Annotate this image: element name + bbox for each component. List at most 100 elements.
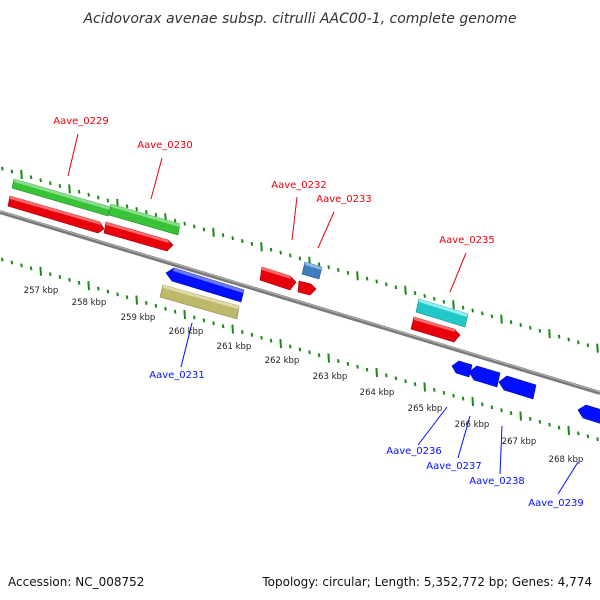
cds-arrow bbox=[410, 316, 461, 343]
gene-label-aave-0231[interactable]: Aave_0231 bbox=[149, 370, 205, 381]
major-tick bbox=[87, 281, 90, 291]
gene-label-aave-0235[interactable]: Aave_0235 bbox=[439, 235, 495, 246]
minor-tick bbox=[346, 270, 350, 275]
gene-label-aave-0229[interactable]: Aave_0229 bbox=[53, 116, 109, 127]
major-tick bbox=[567, 425, 570, 436]
minor-tick bbox=[183, 221, 186, 226]
gene-label-aave-0239[interactable]: Aave_0239 bbox=[528, 498, 584, 509]
minor-tick bbox=[241, 330, 244, 334]
minor-tick bbox=[1, 257, 4, 262]
cds-arrow-highlight bbox=[10, 196, 101, 225]
minor-tick bbox=[442, 390, 446, 395]
gene-label-aave-0236[interactable]: Aave_0236 bbox=[386, 446, 442, 457]
major-tick bbox=[375, 367, 378, 378]
accession-text: Accession: NC_008752 bbox=[8, 575, 144, 589]
minor-tick bbox=[10, 169, 14, 174]
minor-tick bbox=[77, 280, 81, 285]
gene-feature-aave-0232[interactable] bbox=[259, 266, 297, 291]
minor-tick bbox=[97, 286, 100, 291]
gene-label-aave-0232[interactable]: Aave_0232 bbox=[271, 180, 327, 191]
major-tick bbox=[327, 353, 330, 363]
gene-track-bar bbox=[108, 203, 181, 236]
minor-tick bbox=[29, 266, 33, 271]
gene-feature-aave-0231[interactable] bbox=[159, 267, 245, 320]
gene-track-bar bbox=[159, 284, 240, 320]
gene-label-aave-0237[interactable]: Aave_0237 bbox=[426, 461, 482, 472]
minor-tick bbox=[529, 325, 532, 330]
gene-feature-aave-0238[interactable] bbox=[498, 375, 537, 400]
minor-tick bbox=[433, 296, 436, 301]
gene-feature-aave-0239[interactable] bbox=[577, 404, 600, 424]
minor-tick bbox=[106, 198, 110, 203]
minor-tick bbox=[452, 393, 455, 398]
gene-labels: Aave_0229 Aave_0230 Aave_0231 Aave_0232 … bbox=[53, 116, 584, 509]
gene-bar-highlight bbox=[163, 285, 239, 309]
minor-tick bbox=[20, 263, 23, 268]
minor-tick bbox=[39, 178, 42, 183]
minor-tick bbox=[413, 382, 417, 387]
minor-tick bbox=[365, 276, 369, 281]
minor-tick bbox=[289, 253, 292, 258]
minor-tick bbox=[538, 328, 542, 333]
kbp-label: 263 kbp bbox=[313, 372, 348, 382]
gene-label-aave-0233[interactable]: Aave_0233 bbox=[316, 194, 372, 205]
genome-backbone bbox=[0, 210, 600, 395]
major-tick bbox=[212, 227, 215, 237]
minor-tick bbox=[337, 359, 340, 363]
cds-arrow-highlight bbox=[414, 317, 455, 332]
gene-feature-aave-0229[interactable] bbox=[7, 178, 111, 234]
kbp-label: 267 kbp bbox=[502, 437, 537, 447]
minor-tick bbox=[481, 402, 484, 407]
gene-feature-aave-0236[interactable] bbox=[451, 360, 473, 378]
minor-tick bbox=[173, 309, 177, 314]
gene-label-aave-0238[interactable]: Aave_0238 bbox=[469, 476, 525, 487]
gene-feature-aave-0237[interactable] bbox=[468, 365, 501, 388]
minor-tick bbox=[231, 236, 234, 241]
minor-tick bbox=[106, 289, 110, 294]
minor-tick bbox=[317, 262, 321, 267]
minor-tick bbox=[125, 295, 129, 300]
minor-tick bbox=[116, 292, 119, 297]
minor-tick bbox=[461, 305, 465, 310]
minor-tick bbox=[461, 396, 465, 401]
gene-bar-highlight bbox=[111, 204, 180, 227]
major-tick bbox=[519, 411, 522, 421]
minor-tick bbox=[97, 195, 100, 200]
major-tick bbox=[135, 295, 138, 305]
minor-tick bbox=[250, 332, 254, 337]
kbp-label: 264 kbp bbox=[360, 388, 395, 398]
gene-label-aave-0230[interactable]: Aave_0230 bbox=[137, 140, 193, 151]
minor-tick bbox=[567, 337, 570, 342]
minor-tick bbox=[202, 227, 206, 232]
gene-feature-aave-0235[interactable] bbox=[410, 298, 469, 343]
minor-tick bbox=[327, 265, 330, 270]
minor-tick bbox=[269, 247, 273, 252]
minor-tick bbox=[298, 347, 302, 352]
minor-tick bbox=[317, 353, 321, 358]
minor-tick bbox=[529, 416, 532, 421]
leader-aave-0230 bbox=[150, 157, 163, 200]
major-tick bbox=[548, 329, 551, 339]
minor-tick bbox=[212, 321, 215, 326]
gene-feature-aave-0230[interactable] bbox=[103, 203, 181, 252]
cds-arrow bbox=[297, 280, 317, 296]
minor-tick bbox=[577, 431, 580, 436]
major-tick bbox=[231, 324, 234, 334]
leader-aave-0231 bbox=[180, 322, 193, 368]
minor-tick bbox=[58, 184, 62, 188]
major-tick bbox=[404, 285, 407, 295]
minor-tick bbox=[250, 241, 254, 246]
minor-tick bbox=[154, 212, 158, 217]
major-tick bbox=[500, 314, 503, 324]
minor-tick bbox=[173, 218, 177, 223]
minor-tick bbox=[500, 408, 503, 413]
minor-tick bbox=[29, 175, 33, 180]
minor-tick bbox=[471, 308, 474, 313]
minor-tick bbox=[279, 250, 282, 255]
minor-tick bbox=[49, 181, 52, 186]
minor-tick bbox=[509, 320, 513, 325]
gene-feature-aave-0233[interactable] bbox=[297, 261, 323, 296]
gene-bar-highlight bbox=[14, 179, 110, 210]
